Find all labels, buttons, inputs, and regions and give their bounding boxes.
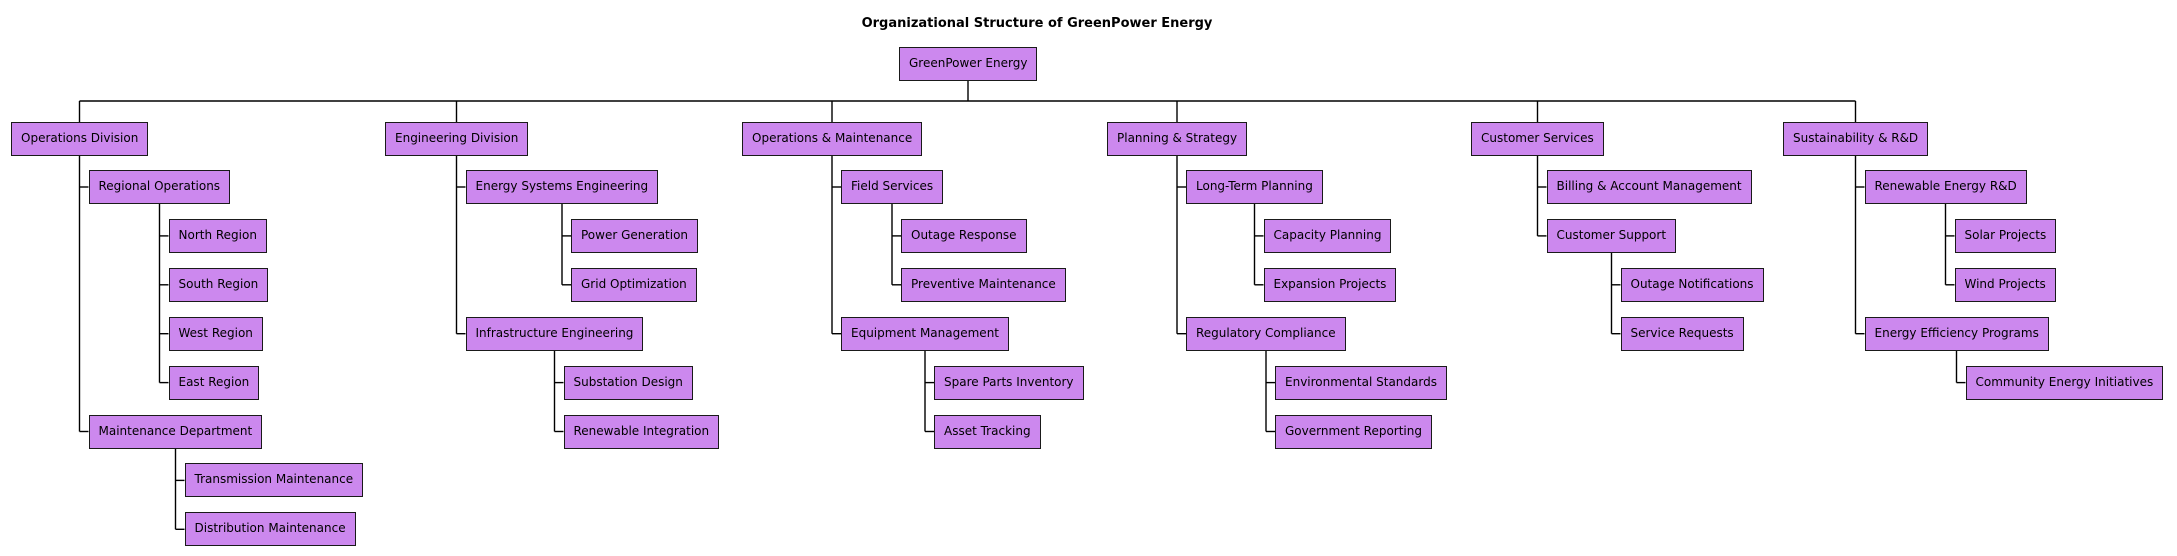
org-node-government-reporting: Government Reporting: [1275, 414, 1432, 449]
org-node-customer-support: Customer Support: [1546, 218, 1677, 253]
org-node-solar-projects: Solar Projects: [1954, 218, 2057, 253]
org-node-community-energy-initiatives: Community Energy Initiatives: [1965, 365, 2164, 400]
org-node-east-region: East Region: [168, 365, 260, 400]
org-node-energy-systems-engineering: Energy Systems Engineering: [465, 170, 659, 204]
org-node-renewable-integration: Renewable Integration: [563, 414, 720, 449]
org-node-preventive-maintenance: Preventive Maintenance: [901, 267, 1066, 302]
org-node-substation-design: Substation Design: [563, 365, 693, 400]
org-node-infrastructure-engineering: Infrastructure Engineering: [465, 316, 644, 351]
org-node-environmental-standards: Environmental Standards: [1275, 365, 1447, 400]
org-node-transmission-maintenance: Transmission Maintenance: [184, 463, 364, 498]
org-node-grid-optimization: Grid Optimization: [571, 267, 697, 302]
org-node-outage-response: Outage Response: [901, 218, 1027, 253]
org-node-service-requests: Service Requests: [1620, 316, 1744, 351]
org-node-energy-efficiency-programs: Energy Efficiency Programs: [1864, 316, 2049, 351]
org-node-maintenance-department: Maintenance Department: [88, 414, 263, 449]
org-node-operations-division: Operations Division: [11, 122, 149, 156]
org-node-customer-services: Customer Services: [1471, 122, 1604, 156]
org-node-field-services: Field Services: [841, 170, 944, 204]
org-node-planning-and-strategy: Planning & Strategy: [1107, 122, 1248, 156]
org-node-long-term-planning: Long-Term Planning: [1186, 170, 1323, 204]
org-node-sustainability-and-randd: Sustainability & R&D: [1783, 122, 1929, 156]
org-node-equipment-management: Equipment Management: [841, 316, 1010, 351]
org-node-renewable-energy-randd: Renewable Energy R&D: [1864, 170, 2027, 204]
org-node-expansion-projects: Expansion Projects: [1263, 267, 1397, 302]
org-node-spare-parts-inventory: Spare Parts Inventory: [934, 365, 1084, 400]
org-node-asset-tracking: Asset Tracking: [934, 414, 1041, 449]
org-node-regional-operations: Regional Operations: [88, 170, 231, 204]
org-node-greenpower-energy: GreenPower Energy: [899, 47, 1038, 81]
org-node-regulatory-compliance: Regulatory Compliance: [1186, 316, 1346, 351]
org-node-operations-and-maintenance: Operations & Maintenance: [742, 122, 923, 156]
org-node-north-region: North Region: [168, 218, 267, 253]
org-node-outage-notifications: Outage Notifications: [1620, 267, 1764, 302]
org-node-power-generation: Power Generation: [571, 218, 699, 253]
org-node-south-region: South Region: [168, 267, 269, 302]
org-node-distribution-maintenance: Distribution Maintenance: [184, 512, 356, 547]
org-node-engineering-division: Engineering Division: [385, 122, 529, 156]
org-node-capacity-planning: Capacity Planning: [1263, 218, 1392, 253]
org-node-west-region: West Region: [168, 316, 263, 351]
org-node-wind-projects: Wind Projects: [1954, 267, 2056, 302]
org-node-billing-and-account-management: Billing & Account Management: [1546, 170, 1752, 204]
chart-title: Organizational Structure of GreenPower E…: [861, 16, 1213, 31]
